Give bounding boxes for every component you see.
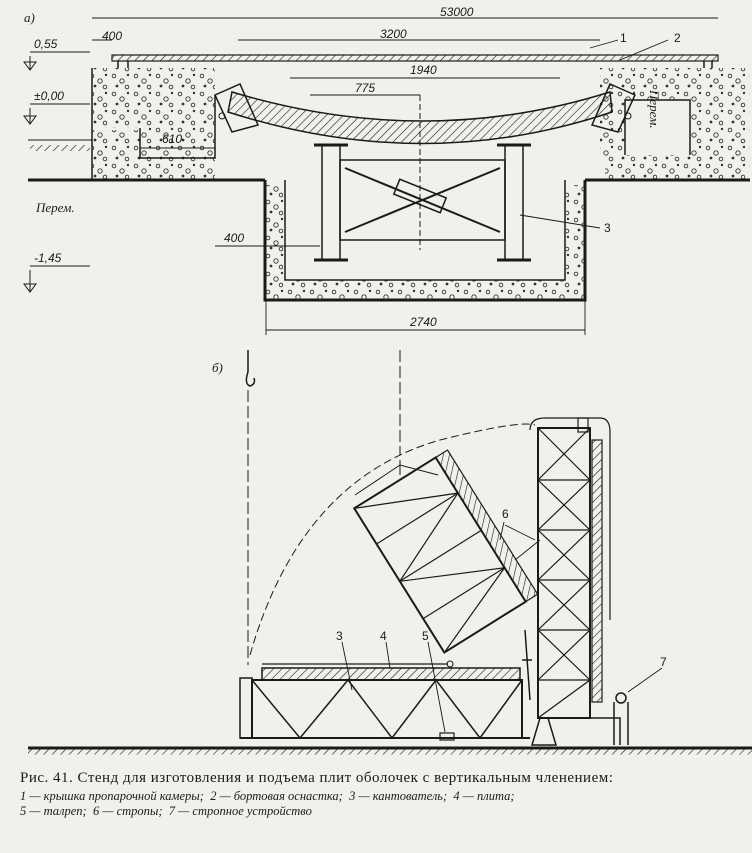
legend-item: 1 — крышка пропарочной камеры; — [20, 789, 204, 803]
level-bottom: -1,45 — [34, 251, 62, 265]
legend-item: 4 — плита; — [453, 789, 515, 803]
level-marks — [23, 51, 90, 293]
dimension-lines — [92, 17, 718, 335]
dim-left-offset: 610 — [162, 132, 182, 146]
level-ground: ±0,00 — [34, 89, 64, 103]
figure-b: б) — [28, 350, 752, 755]
foundation — [28, 68, 750, 302]
callout-b-7: 7 — [660, 655, 667, 669]
dim-left-edge: 400 — [102, 29, 122, 43]
callout-a-2: 2 — [674, 31, 681, 45]
technical-drawing: а) — [23, 5, 752, 755]
legend-item: 7 — стропное устройство — [168, 804, 312, 818]
figure-a-label: а) — [24, 10, 35, 25]
caption-title: Рис. 41. Стенд для изготовления и подъем… — [20, 770, 614, 786]
callout-leaders-b — [341, 521, 663, 733]
tilting-table — [239, 677, 530, 740]
note-right: Перем. — [647, 89, 662, 129]
callout-b-3: 3 — [336, 629, 343, 643]
chamber-cover — [111, 54, 719, 62]
callout-b-5: 5 — [422, 629, 429, 643]
note-left: Перем. — [35, 200, 75, 215]
callout-a-1: 1 — [620, 31, 627, 45]
dim-pit-width: 2740 — [409, 315, 437, 329]
dim-inner-span: 1940 — [410, 63, 437, 77]
caption-legend: 1 — крышка пропарочной камеры; 2 — борто… — [20, 789, 740, 819]
legend-item: 5 — талреп; — [20, 804, 87, 818]
figure-a: а) — [23, 5, 750, 335]
dim-half-inner: 775 — [355, 81, 375, 95]
slab — [261, 667, 521, 681]
side-forms — [214, 83, 636, 133]
level-top: 0,55 — [34, 37, 58, 51]
legend-item: 2 — бортовая оснастка; — [210, 789, 343, 803]
tilting-frame — [314, 95, 531, 262]
sling-device — [613, 692, 629, 745]
rotating-frame — [352, 449, 539, 654]
dim-cover-span: 3200 — [380, 27, 407, 41]
figure-caption: Рис. 41. Стенд для изготовления и подъем… — [20, 770, 740, 819]
callout-b-6: 6 — [502, 507, 509, 521]
dim-overall: 53000 — [440, 5, 474, 19]
callout-b-4: 4 — [380, 629, 387, 643]
crane-hook — [245, 350, 536, 665]
figure-b-label: б) — [212, 360, 223, 375]
legend-item: 3 — кантователь; — [349, 789, 448, 803]
vertical-stand — [522, 417, 621, 746]
shell-plate — [227, 91, 613, 145]
dim-pit-offset: 400 — [224, 231, 244, 245]
callout-a-3: 3 — [604, 221, 611, 235]
legend-item: 6 — стропы; — [92, 804, 163, 818]
